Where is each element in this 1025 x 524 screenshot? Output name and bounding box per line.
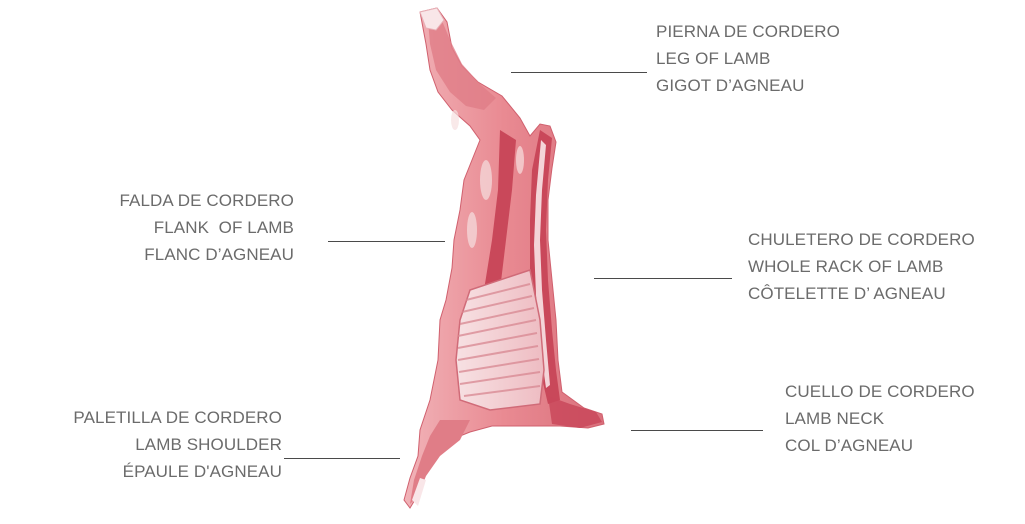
- leader-line-leg: [511, 72, 647, 73]
- label-neck-es: CUELLO DE CORDERO: [785, 378, 975, 405]
- label-leg: PIERNA DE CORDERO LEG OF LAMB GIGOT D’AG…: [656, 18, 840, 99]
- label-rack-es: CHULETERO DE CORDERO: [748, 226, 975, 253]
- neck-region: [548, 396, 602, 428]
- leg-region: [428, 16, 496, 110]
- leader-line-neck: [631, 430, 763, 431]
- label-leg-es: PIERNA DE CORDERO: [656, 18, 840, 45]
- label-flank-es: FALDA DE CORDERO: [60, 187, 294, 214]
- label-rack-en: WHOLE RACK OF LAMB: [748, 253, 975, 280]
- label-flank: FALDA DE CORDERO FLANK OF LAMB FLANC D’A…: [60, 187, 294, 268]
- leader-line-rack: [594, 278, 732, 279]
- label-shoulder-en: LAMB SHOULDER: [0, 431, 282, 458]
- label-shoulder-fr: ÉPAULE D'AGNEAU: [0, 458, 282, 485]
- label-rack-fr: CÔTELETTE D’ AGNEAU: [748, 280, 975, 307]
- label-leg-fr: GIGOT D’AGNEAU: [656, 72, 840, 99]
- label-neck-en: LAMB NECK: [785, 405, 975, 432]
- label-neck: CUELLO DE CORDERO LAMB NECK COL D’AGNEAU: [785, 378, 975, 459]
- label-leg-en: LEG OF LAMB: [656, 45, 840, 72]
- label-neck-fr: COL D’AGNEAU: [785, 432, 975, 459]
- leader-line-shoulder: [284, 458, 400, 459]
- label-shoulder-es: PALETILLA DE CORDERO: [0, 404, 282, 431]
- label-shoulder: PALETILLA DE CORDERO LAMB SHOULDER ÉPAUL…: [0, 404, 282, 485]
- label-flank-en: FLANK OF LAMB: [60, 214, 294, 241]
- label-rack: CHULETERO DE CORDERO WHOLE RACK OF LAMB …: [748, 226, 975, 307]
- leader-line-flank: [328, 241, 445, 242]
- label-flank-fr: FLANC D’AGNEAU: [60, 241, 294, 268]
